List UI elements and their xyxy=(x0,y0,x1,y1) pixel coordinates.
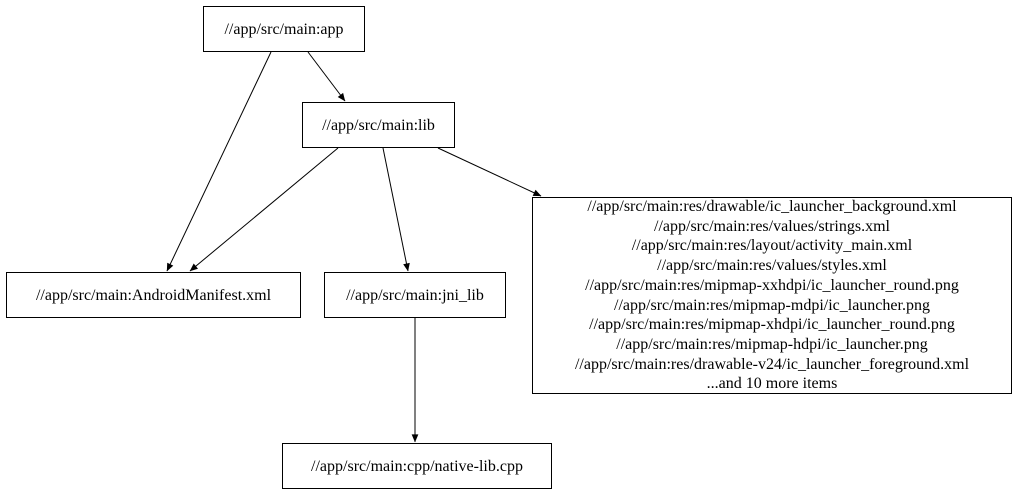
node-native-lib-label: //app/src/main:cpp/native-lib.cpp xyxy=(311,457,523,475)
res-group-line: //app/src/main:res/mipmap-mdpi/ic_launch… xyxy=(614,296,930,314)
node-jni-lib-label: //app/src/main:jni_lib xyxy=(346,286,484,304)
node-android-manifest: //app/src/main:AndroidManifest.xml xyxy=(6,272,301,318)
res-group-line: //app/src/main:res/mipmap-xxhdpi/ic_laun… xyxy=(585,276,959,294)
edge-lib-to-res-group xyxy=(437,147,542,197)
node-jni-lib: //app/src/main:jni_lib xyxy=(324,272,506,318)
res-group-line: //app/src/main:res/drawable/ic_launcher_… xyxy=(587,197,957,215)
node-lib-label: //app/src/main:lib xyxy=(322,116,435,134)
res-group-line: //app/src/main:res/values/styles.xml xyxy=(657,257,887,275)
node-app: //app/src/main:app xyxy=(203,6,365,52)
node-android-manifest-label: //app/src/main:AndroidManifest.xml xyxy=(35,286,272,304)
node-app-label: //app/src/main:app xyxy=(224,20,344,38)
node-res-group: //app/src/main:res/drawable/ic_launcher_… xyxy=(532,197,1012,394)
res-group-line: //app/src/main:res/mipmap-hdpi/ic_launch… xyxy=(616,335,928,353)
node-lib: //app/src/main:lib xyxy=(302,102,455,148)
res-group-line: //app/src/main:res/values/strings.xml xyxy=(654,217,890,235)
res-group-line: //app/src/main:res/drawable-v24/ic_launc… xyxy=(574,355,970,373)
node-native-lib: //app/src/main:cpp/native-lib.cpp xyxy=(282,443,552,489)
res-group-more-items: ...and 10 more items xyxy=(706,375,838,393)
edge-app-to-android-manifest xyxy=(166,51,272,272)
edge-lib-to-android-manifest xyxy=(189,147,339,272)
res-group-line: //app/src/main:res/layout/activity_main.… xyxy=(631,237,913,255)
edge-app-to-lib xyxy=(307,51,346,102)
edge-lib-to-jni-lib xyxy=(382,147,410,272)
res-group-line: //app/src/main:res/mipmap-xhdpi/ic_launc… xyxy=(589,316,955,334)
